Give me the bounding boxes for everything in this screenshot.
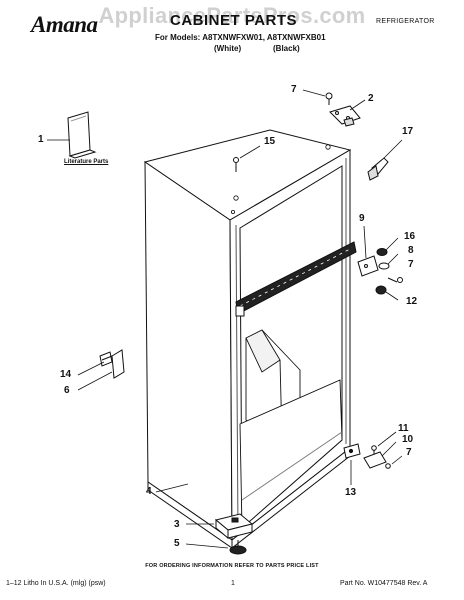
callout-7-mid: 7 bbox=[408, 259, 414, 270]
callout-11: 11 bbox=[398, 423, 409, 434]
top-screws bbox=[230, 144, 331, 214]
top-hinge-icon bbox=[329, 105, 361, 127]
callout-6: 6 bbox=[64, 385, 70, 396]
callout-3: 3 bbox=[174, 519, 180, 530]
callout-4: 4 bbox=[146, 486, 152, 497]
bottom-hinge-13-icon bbox=[343, 443, 361, 459]
hinge-bracket-10-icon bbox=[363, 451, 387, 469]
screw-7-bottom-icon bbox=[385, 463, 391, 469]
callout-8: 8 bbox=[408, 245, 414, 256]
callout-5: 5 bbox=[174, 538, 180, 549]
page-number: 1 bbox=[231, 580, 235, 587]
nut-12-icon bbox=[375, 285, 387, 295]
variant-white-label: (White) bbox=[214, 44, 242, 53]
leveling-bracket-3-icon bbox=[214, 513, 254, 540]
print-info: 1–12 Litho In U.S.A. (mlg) (psw) bbox=[6, 580, 106, 587]
literature-parts-label: Literature Parts bbox=[64, 159, 109, 165]
variant-black-label: (Black) bbox=[273, 44, 300, 53]
callout-10: 10 bbox=[402, 434, 414, 445]
callout-15: 15 bbox=[264, 136, 276, 147]
callout-16: 16 bbox=[404, 231, 416, 242]
watermark-text: AppliancePartsPros.com bbox=[98, 3, 366, 28]
bracket-9-icon bbox=[357, 255, 379, 277]
interior-detail bbox=[239, 329, 343, 529]
leveling-leg-5-icon bbox=[229, 540, 247, 555]
screw-15-icon bbox=[233, 157, 239, 172]
screw-7-mid-icon bbox=[387, 277, 403, 283]
hinge-pin-14-icon bbox=[99, 351, 113, 367]
washer-16-icon bbox=[376, 248, 388, 256]
callout-2: 2 bbox=[368, 93, 374, 104]
ordering-info: FOR ORDERING INFORMATION REFER TO PARTS … bbox=[145, 563, 319, 569]
callout-7-bottom: 7 bbox=[406, 447, 412, 458]
bracket-17-icon bbox=[367, 157, 389, 181]
callout-14: 14 bbox=[60, 369, 72, 380]
page-title: CABINET PARTS bbox=[170, 12, 298, 29]
callout-12: 12 bbox=[406, 296, 418, 307]
cover-6-icon bbox=[111, 349, 125, 379]
screw-7-top-icon bbox=[325, 92, 333, 105]
spacer-8-icon bbox=[378, 262, 390, 270]
callout-7-top: 7 bbox=[291, 84, 297, 95]
literature-booklet-icon bbox=[67, 111, 97, 159]
part-number: Part No. W10477548 Rev. A bbox=[340, 580, 428, 587]
front-bracket-plate bbox=[235, 305, 245, 317]
callout-9: 9 bbox=[359, 213, 365, 224]
callout-1: 1 bbox=[38, 134, 44, 145]
appliance-type-label: REFRIGERATOR bbox=[376, 18, 435, 25]
callout-17: 17 bbox=[402, 126, 414, 137]
brand-logo: Amana bbox=[31, 12, 98, 37]
callout-13: 13 bbox=[345, 487, 357, 498]
models-line: For Models: A8TXNWFXW01, A8TXNWFXB01 bbox=[155, 33, 326, 42]
